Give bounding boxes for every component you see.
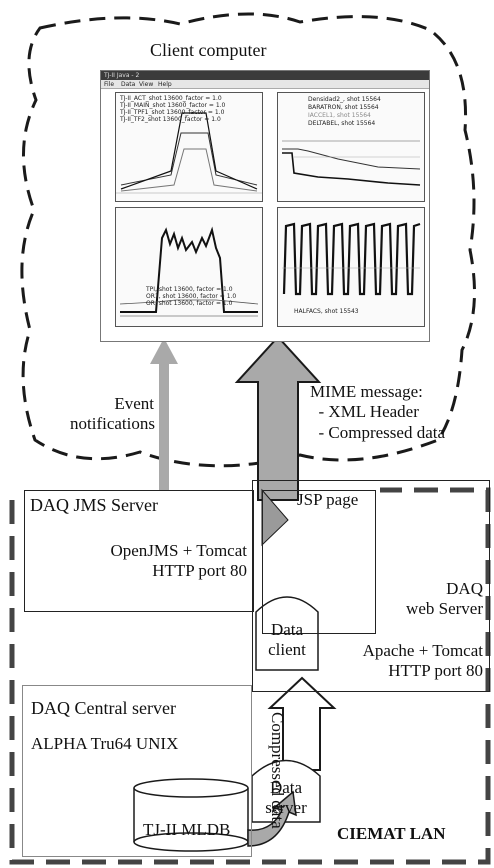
plot-panel-3[interactable]: TPI, shot 13600, factor = 1.0 OR1, shot …	[115, 207, 263, 327]
central-server-os: ALPHA Tru64 UNIX	[31, 734, 179, 753]
plot-panel-1[interactable]: TJ-II_ACT_shot 13600_factor = 1.0 TJ-II_…	[115, 92, 263, 202]
plot-2-legend-1: Densidad2_, shot 15564	[308, 96, 381, 103]
jms-server-detail: OpenJMS + Tomcat HTTP port 80	[110, 541, 247, 580]
plot-3-graphic	[119, 226, 259, 317]
event-notifications-label: Event notifications	[70, 394, 155, 433]
plot-1-graphic	[116, 112, 262, 194]
mime-arrow	[234, 335, 322, 501]
menu-file[interactable]: File	[104, 81, 115, 88]
daq-central-server-box: DAQ Central server ALPHA Tru64 UNIX	[22, 685, 252, 857]
plot-2-legend-4: DELTABEL, shot 15564	[308, 120, 376, 127]
menu-data[interactable]: Data	[121, 81, 136, 88]
window-titlebar[interactable]: TJ-II Java - 2	[101, 71, 429, 80]
data-server-shape	[251, 759, 321, 823]
web-server-detail: Apache + Tomcat HTTP port 80	[362, 641, 483, 680]
daq-jms-server-box: DAQ JMS Server OpenJMS + Tomcat HTTP por…	[24, 490, 254, 612]
window-title: TJ-II Java - 2	[104, 72, 140, 79]
compressed-arrow	[267, 676, 337, 771]
daq-web-server-box: DAQ web Server Apache + Tomcat HTTP port…	[252, 480, 490, 692]
client-cloud	[20, 12, 476, 468]
plot-2-legend-2: BARATRON, shot 15564	[308, 104, 379, 111]
web-server-title: DAQ web Server	[406, 579, 483, 618]
plot-3-legend-3: OR, shot 13600, factor = 1.0	[146, 300, 233, 307]
plot-1-legend-3: TJ-II_TPF1_shot 13600_factor = 1.0	[120, 109, 225, 116]
client-computer-label: Client computer	[150, 40, 267, 60]
event-arrow-head	[150, 338, 178, 364]
plot-3-legend-1: TPI, shot 13600, factor = 1.0	[146, 286, 233, 293]
plot-panel-2[interactable]: Densidad2_, shot 15564 BARATRON, shot 15…	[277, 92, 425, 202]
central-server-title: DAQ Central server	[31, 698, 176, 718]
mime-message-label: MIME message: - XML Header - Compressed …	[310, 382, 446, 442]
database-label: TJ-II MLDB	[143, 820, 231, 839]
client-app-window: TJ-II Java - 2 File Data View Help TJ-II…	[100, 70, 430, 342]
jsp-page-label: JSP page	[297, 490, 359, 509]
plot-4-graphic	[282, 222, 421, 296]
menu-view[interactable]: View	[139, 81, 154, 88]
plot-3-legend-2: OR1, shot 13600, factor = 1.0	[146, 293, 237, 300]
plot-1-legend-1: TJ-II_ACT_shot 13600_factor = 1.0	[120, 95, 222, 102]
data-server-label: Data server	[265, 778, 307, 817]
jsp-page-box: JSP page	[262, 490, 376, 634]
plot-panel-4[interactable]: HALFACS, shot 15543	[277, 207, 425, 327]
database-cylinder	[133, 778, 249, 852]
menu-help[interactable]: Help	[158, 81, 172, 88]
ciemat-lan-label: CIEMAT LAN	[337, 824, 446, 843]
plot-2-graphic	[282, 140, 421, 186]
event-arrow-shaft	[159, 362, 169, 500]
jms-server-title: DAQ JMS Server	[30, 495, 158, 515]
plot-1-legend-2: TJ-II_MAIN_shot 13600_factor = 1.0	[120, 102, 226, 109]
plot-1-legend-4: TJ-II_TF2_shot 13600_factor = 1.0	[120, 116, 221, 123]
plot-2-legend-3: IACCEL1, shot 15564	[308, 112, 371, 119]
plot-4-legend-1: HALFACS, shot 15543	[294, 308, 359, 315]
window-menubar: File Data View Help	[101, 80, 429, 89]
data-client-label: Data client	[268, 620, 306, 659]
db-to-server-arrow	[247, 790, 297, 847]
ciemat-lan-border	[9, 487, 491, 865]
